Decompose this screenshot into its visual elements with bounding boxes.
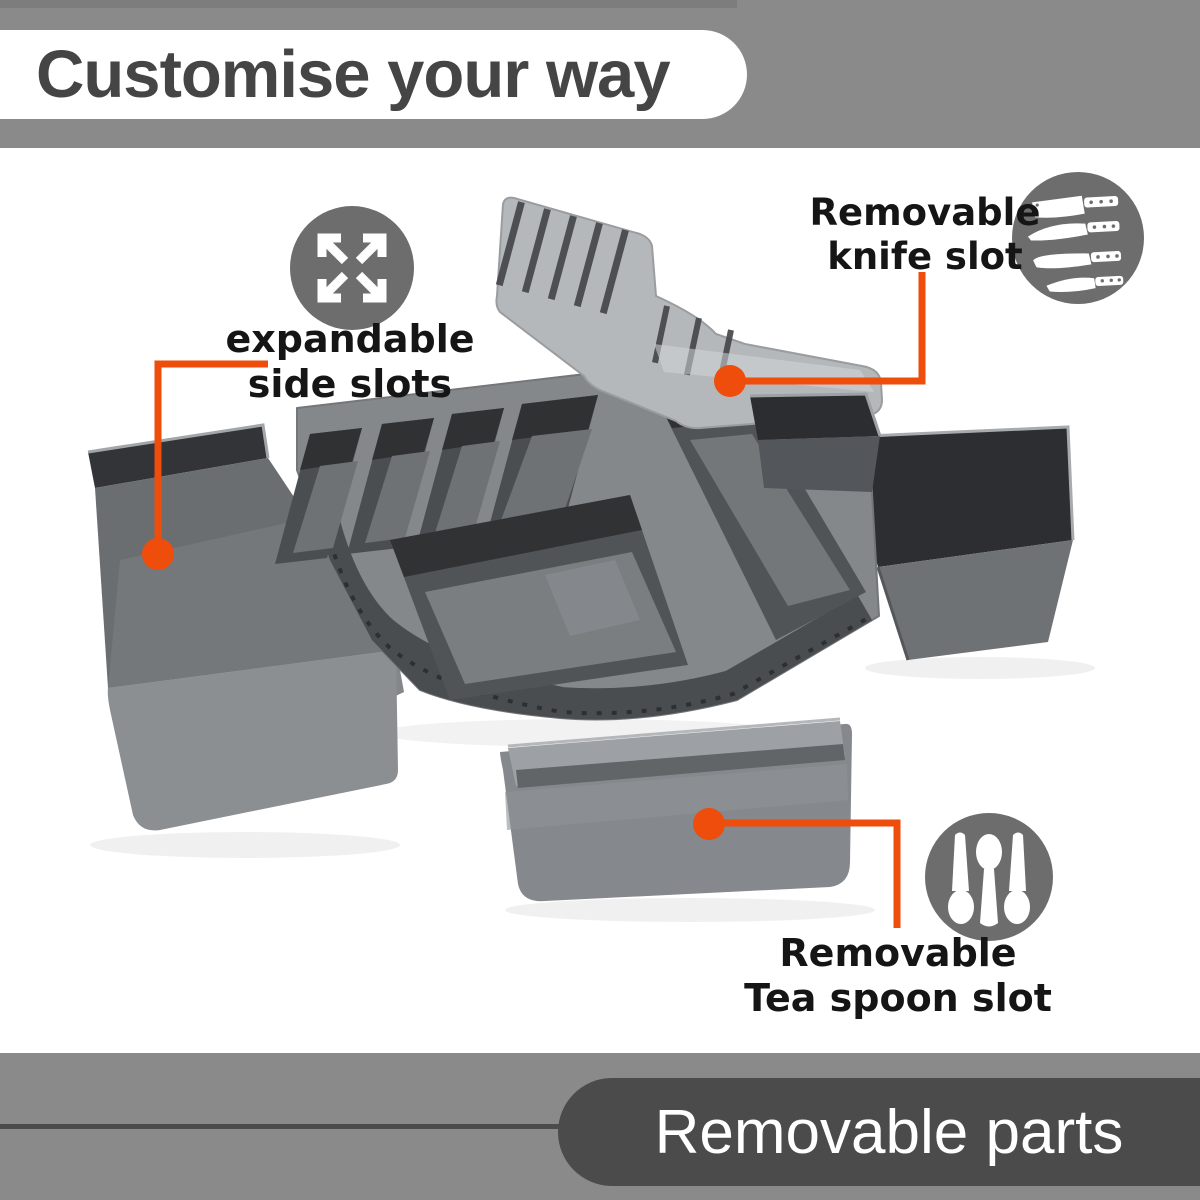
callout-teaspoon-line1: Removable — [779, 931, 1017, 975]
callout-expandable-line2: side slots — [247, 362, 453, 406]
knife-block-fins — [495, 201, 734, 388]
callout-knife-line1: Removable — [809, 191, 1041, 234]
top-banner-strip — [0, 0, 737, 8]
teaspoon-tray — [500, 717, 852, 902]
page-title: Customise your way — [36, 37, 671, 112]
callout-expandable-line1: expandable — [225, 317, 475, 361]
connector-teaspoon — [710, 819, 901, 928]
callout-expandable-label: expandable side slots — [225, 317, 475, 407]
expand-arrows-icon — [290, 206, 414, 330]
footer-pill: Removable parts — [558, 1078, 1200, 1186]
callout-connectors — [154, 272, 926, 928]
callout-knife-line2: knife slot — [827, 235, 1023, 278]
cutlery-slots — [275, 395, 598, 564]
dot-knife — [714, 365, 746, 397]
knife-set-icon — [1012, 172, 1144, 304]
connector-knife — [732, 272, 926, 385]
large-compartment — [390, 495, 688, 700]
callout-dots — [142, 365, 746, 840]
bottom-banner: Removable parts — [0, 1053, 1200, 1200]
connector-expandable — [154, 360, 268, 548]
top-banner: Customise your way — [0, 0, 1200, 148]
callout-teaspoon-label: Removable Tea spoon slot — [733, 931, 1063, 1021]
callout-knife-label: Removable knife slot — [790, 191, 1060, 279]
teaspoons-icon — [925, 813, 1053, 941]
footer-accent-line — [0, 1124, 562, 1129]
knife-holder-box — [749, 392, 882, 492]
dot-expandable — [142, 538, 174, 570]
title-pill: Customise your way — [0, 30, 747, 119]
dot-teaspoon — [693, 808, 725, 840]
footer-label: Removable parts — [654, 1097, 1124, 1167]
left-side-tray — [87, 423, 404, 831]
callout-teaspoon-line2: Tea spoon slot — [744, 976, 1052, 1020]
right-side-tray — [844, 425, 1075, 661]
